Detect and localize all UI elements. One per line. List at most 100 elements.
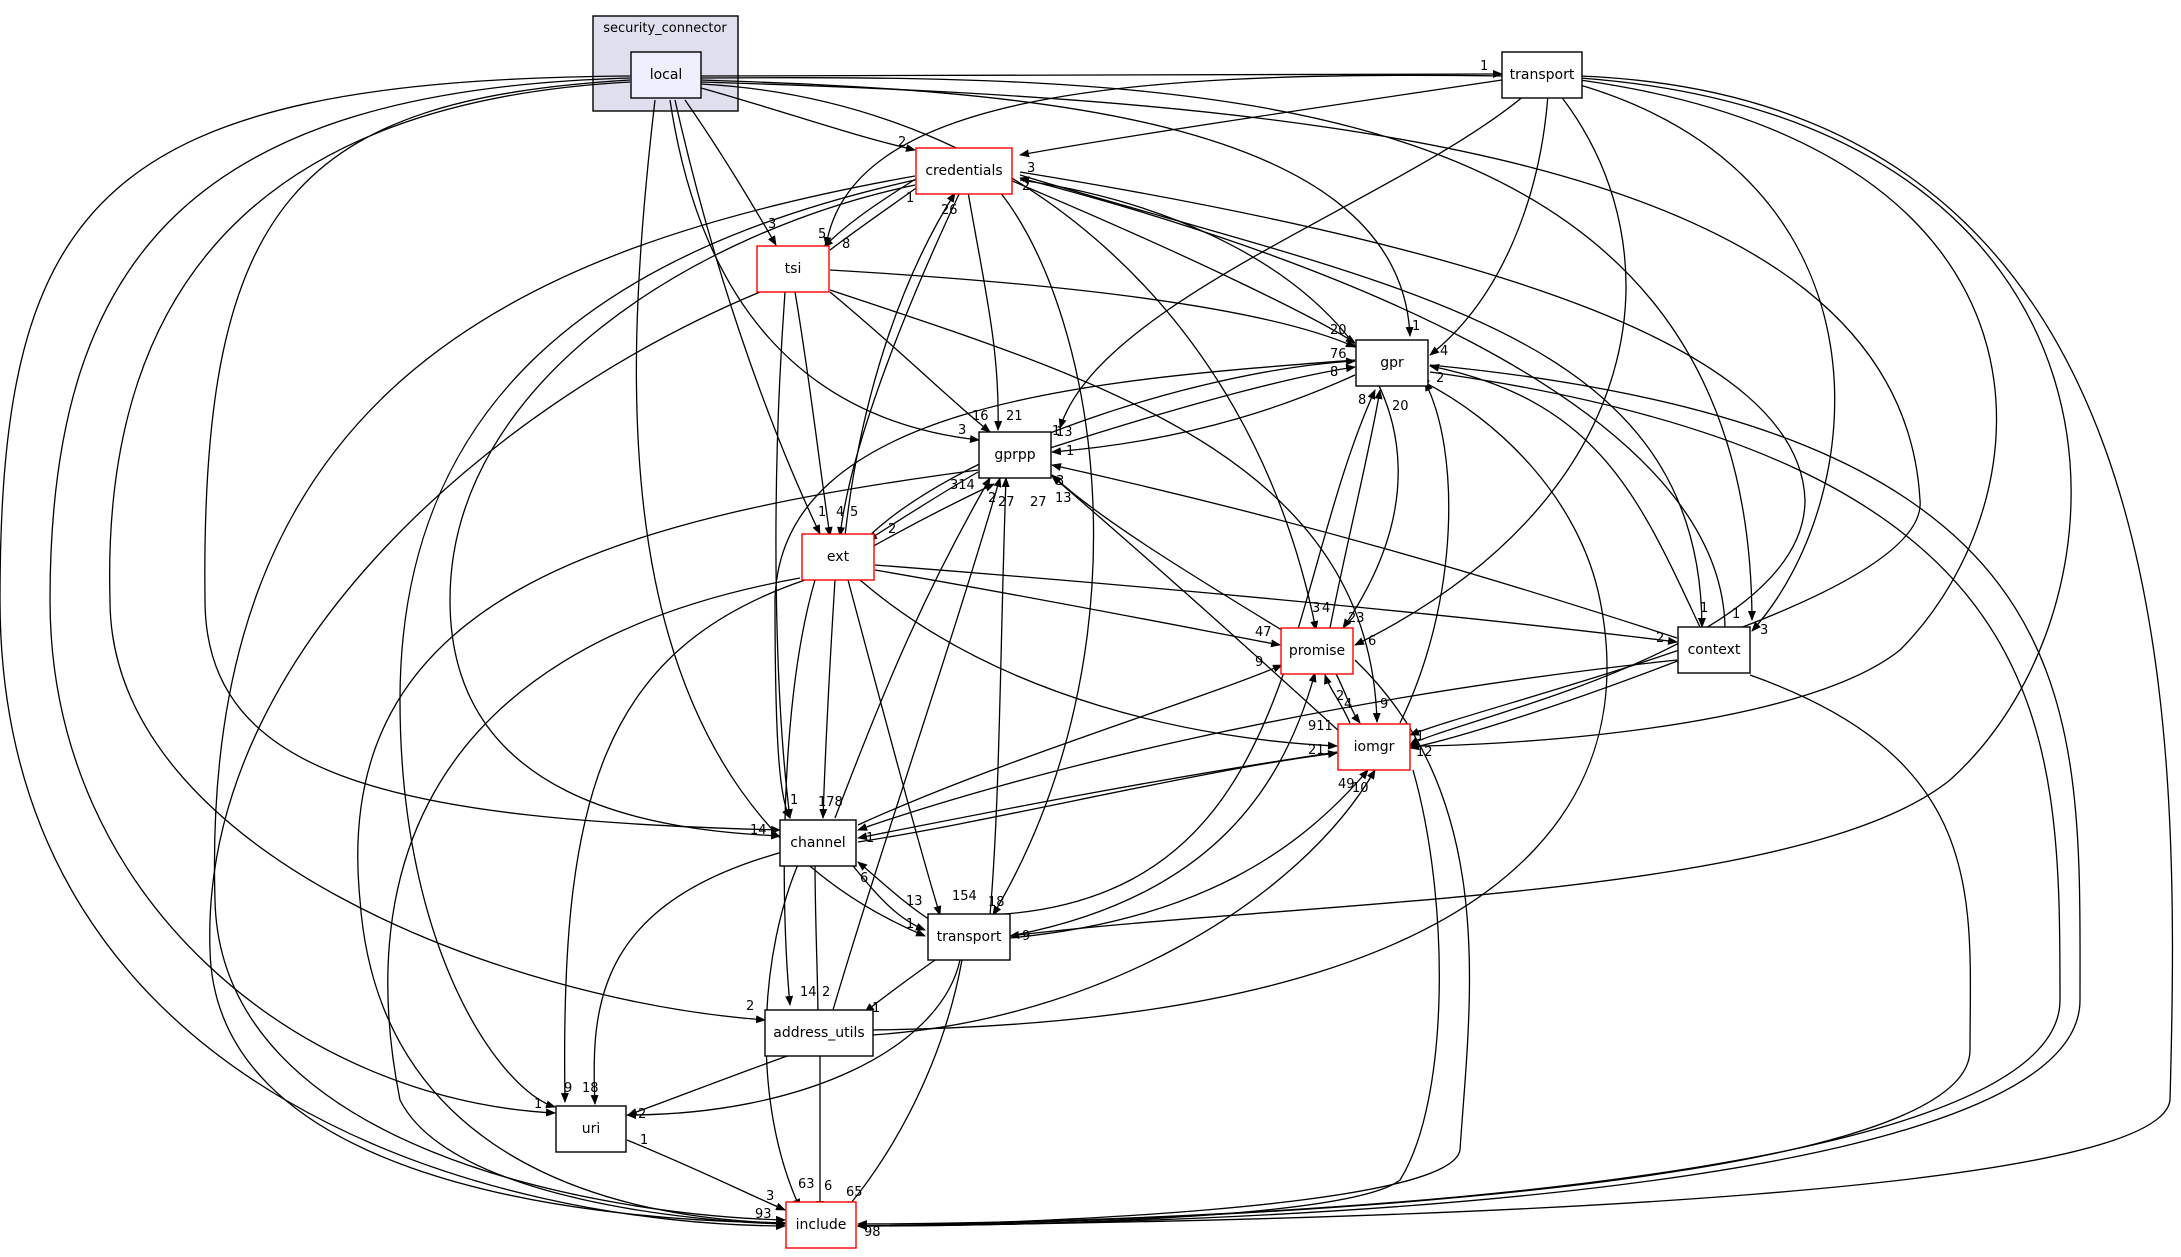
edge-label: 21 [1308,743,1325,758]
edge-transport-uri [626,959,961,1119]
node-address-utils[interactable]: address_utils [764,1009,874,1057]
edge-label: 4 [836,505,844,520]
edge-promise-gprpp [1051,474,1286,633]
edge-label: 1 [906,191,914,206]
edge-ext-transport [847,579,942,916]
edge-transport-gprpp [989,477,1010,916]
node-gpr-label: gpr [1380,355,1404,371]
node-gprpp-label: gprpp [994,447,1035,463]
edge-credentials-uri [399,179,916,1109]
edge-transport-top-context [1579,84,1836,632]
node-gprpp[interactable]: gprpp [978,431,1052,479]
node-include[interactable]: include [785,1201,857,1249]
edge-credentials-include [213,175,916,1224]
edge-ext-gpr [859,357,1356,546]
edge-local-uri [49,77,631,1117]
edge-label: 10 [1352,781,1369,796]
edge-label: 8 [1330,365,1338,380]
edge-tsi-iomgr [829,289,1381,723]
edge-label: 1 [818,505,826,520]
edge-label: 1 [1416,729,1424,744]
edge-label: 18 [582,1081,599,1096]
node-tsi-label: tsi [785,261,802,277]
node-channel[interactable]: channel [779,819,857,867]
edge-label: 2 [746,999,754,1014]
node-local[interactable]: local [630,51,702,99]
edge-label: 65 [846,1185,863,1200]
edge-channel-gprpp [834,477,991,819]
edge-label: 8 [842,237,850,252]
edge-address-utils-uri [627,1054,791,1116]
edge-ext-promise [874,569,1281,648]
edge-iomgr-gpr [1399,381,1450,724]
node-transport-top[interactable]: transport [1501,51,1583,99]
edge-label: 3 [1760,623,1768,638]
edge-label: 9 [1255,655,1263,670]
edge-label: 3 [1056,474,1064,489]
edge-labels: 1 2 3 3 5 8 1 26 2 20 1 16 21 3 1 4 76 8… [534,59,1768,1240]
cluster-title: security_connector [603,21,727,36]
edge-transport-top-transport [1009,77,2072,939]
edge-local-ext [674,99,821,535]
edge-transport-top-promise [1354,94,1627,646]
edge-label: 2 [988,491,996,506]
edge-tsi-gpr [829,269,1356,348]
edge-context-gprpp [1051,463,1678,639]
edge-label: 2 [888,522,896,537]
edge-gpr-channel [774,359,1356,819]
edge-ext-channel [819,579,836,819]
edge-transport-top-include [857,75,2174,1230]
edge-local-context [700,77,1756,621]
edge-label: 1 [906,917,914,932]
edge-credentials-tsi [823,169,931,248]
edge-iomgr-channel [857,751,1338,841]
edge-label: 16 [972,409,989,424]
edge-gprpp-ext [867,471,979,541]
edge-channel-uri [590,849,791,1105]
node-gpr[interactable]: gpr [1355,339,1429,387]
node-context[interactable]: context [1677,626,1751,674]
edge-local-address-utils [109,81,766,1024]
node-ext[interactable]: ext [801,533,875,581]
edge-label: 49 [1338,777,1355,792]
edge-label: 6 [824,1179,832,1194]
edge-credentials-gpr [1009,179,1356,344]
edge-credentials-gprpp [967,191,1003,431]
edge-label: 23 [1348,611,1365,626]
node-tsi[interactable]: tsi [756,245,830,293]
node-iomgr[interactable]: iomgr [1337,723,1411,771]
edge-local-tsi [684,99,777,246]
edge-transport-top-gpr [1429,94,1549,356]
edge-label: 14 [800,985,817,1000]
edge-label: 12 [1416,745,1433,760]
node-promise[interactable]: promise [1280,627,1354,675]
edge-label: 1 [1066,444,1074,459]
edge-label: 2 [898,135,906,150]
edge-gpr-include [857,364,2081,1230]
edge-local-gprpp [669,99,980,443]
edge-label: 1 [790,793,798,808]
edge-credentials-ext [837,191,961,537]
edge-label: 13 [1055,491,1072,506]
edge-credentials-context [1019,174,1706,628]
node-transport[interactable]: transport [927,913,1011,961]
node-address-utils-label: address_utils [773,1025,864,1041]
node-uri[interactable]: uri [555,1105,627,1153]
edge-label: 1 [1732,607,1740,622]
edge-transport-gpr [989,389,1376,916]
edge-local-iomgr [700,81,1921,736]
edge-label: 14 [750,823,767,838]
node-transport-top-label: transport [1510,67,1575,83]
edge-label: 13 [906,894,923,909]
node-credentials[interactable]: credentials [915,147,1013,195]
node-transport-label: transport [937,929,1002,945]
node-channel-label: channel [790,835,845,851]
edge-transport-top-tsi [823,74,1503,247]
edge-credentials-promise [1019,179,1399,629]
edge-iomgr-gprpp [1051,475,1341,733]
edge-transport-top-gprpp [1058,94,1526,429]
edge-label: 911 [1308,719,1333,734]
edge-label: 1 [1052,424,1060,439]
edge-label: 1 [534,1097,542,1112]
edge-tsi-gprpp [829,291,991,433]
